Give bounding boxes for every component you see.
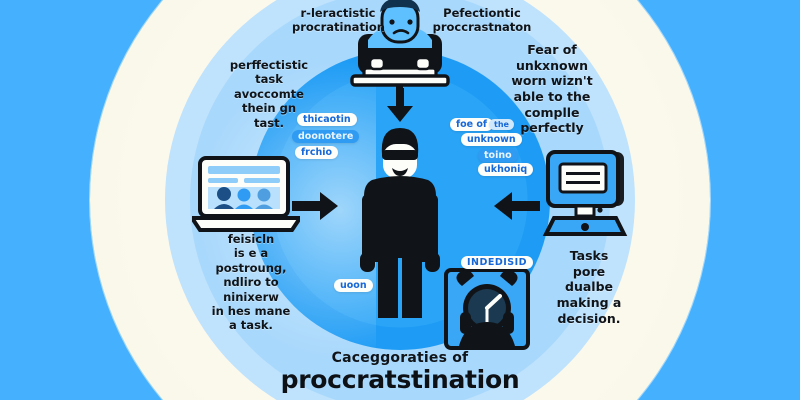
title-subtitle: Caceggoraties of bbox=[331, 350, 469, 366]
person-at-desk-icon bbox=[350, 0, 450, 102]
title-main: proccratstination bbox=[280, 365, 520, 394]
standing-person-icon bbox=[360, 128, 440, 318]
chip-center-left-3: frchio bbox=[295, 146, 338, 159]
alarm-clock-stressed-person-icon bbox=[444, 268, 530, 350]
arrow-left-icon bbox=[494, 192, 540, 220]
laptop-social-media-icon bbox=[192, 156, 300, 232]
chip-center-left-2: doonotere bbox=[292, 130, 360, 143]
text-block-fear-of-unknown: Fear of unkxnown worn wizn't able to the… bbox=[511, 42, 593, 136]
arrow-right-icon bbox=[292, 192, 338, 220]
chip-center-left-1: thicaotin bbox=[297, 113, 357, 126]
text-block-decision: feisicln is e a postroung, ndliro to nin… bbox=[211, 232, 291, 333]
chip-center-right-5: ukhoniq bbox=[478, 163, 534, 176]
title-block: Caceggoraties of proccratstination bbox=[0, 350, 800, 394]
text-block-tasks-decision: Tasks pore dualbe making a decision. bbox=[556, 248, 622, 326]
chip-center-right-2: the bbox=[489, 119, 514, 130]
chip-center-right-1: foe of bbox=[450, 118, 494, 131]
label-top-left: r-leractistic procratination bbox=[292, 6, 385, 35]
desktop-monitor-icon bbox=[542, 150, 628, 236]
chip-center-right-3: unknown bbox=[461, 133, 522, 146]
text-block-perfectionistic: perffectistic task avoccomte thein gn ta… bbox=[229, 58, 309, 130]
chip-bottom-left: uoon bbox=[334, 279, 373, 292]
label-top-right: Pefectiontic proccrastnaton bbox=[432, 6, 532, 35]
chip-clock-label: INDEDISID bbox=[461, 256, 534, 269]
chip-center-right-4: toino bbox=[478, 149, 518, 162]
arrow-down-icon bbox=[387, 88, 413, 122]
